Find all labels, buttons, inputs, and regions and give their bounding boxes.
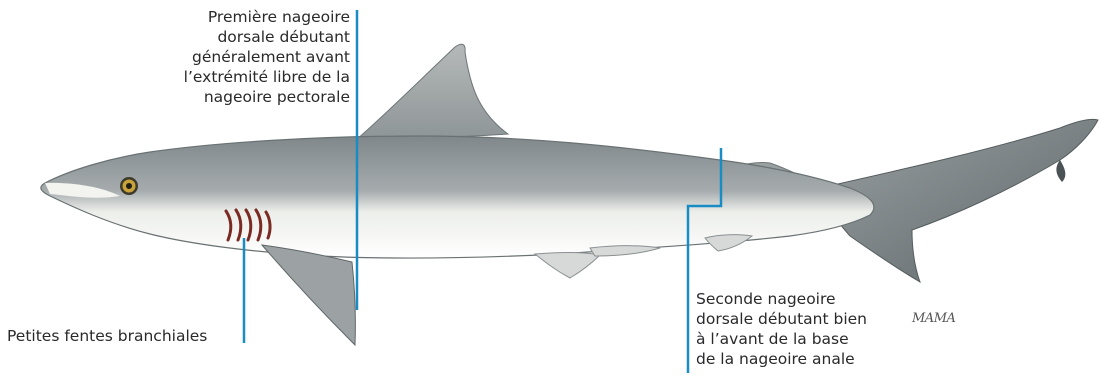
label-line: à l’avant de la base (696, 329, 867, 349)
artist-signature: MAMA (912, 311, 955, 326)
pectoral-fin (262, 245, 355, 345)
pelvic-fin-rear (590, 246, 660, 256)
label-line: généralement avant (184, 47, 350, 67)
label-line: dorsale débutant (184, 27, 350, 47)
label-line: Première nageoire (184, 7, 350, 27)
label-line: Seconde nageoire (696, 289, 867, 309)
first-dorsal-fin (356, 44, 508, 140)
pelvic-fin (535, 253, 600, 278)
eye-pupil (126, 183, 132, 189)
label-line: Petites fentes branchiales (7, 326, 207, 346)
label-line: dorsale débutant bien (696, 309, 867, 329)
shark-body (41, 136, 874, 258)
label-first-dorsal-fin: Première nageoire dorsale débutant génér… (184, 7, 350, 107)
label-line: l’extrémité libre de la (184, 67, 350, 87)
label-gill-slits: Petites fentes branchiales (7, 326, 207, 346)
label-line: de la nageoire anale (696, 349, 867, 369)
caudal-fin-tip (1056, 160, 1065, 182)
anal-fin (705, 235, 752, 251)
label-second-dorsal-fin: Seconde nageoire dorsale débutant bien à… (696, 289, 867, 369)
label-line: nageoire pectorale (184, 87, 350, 107)
